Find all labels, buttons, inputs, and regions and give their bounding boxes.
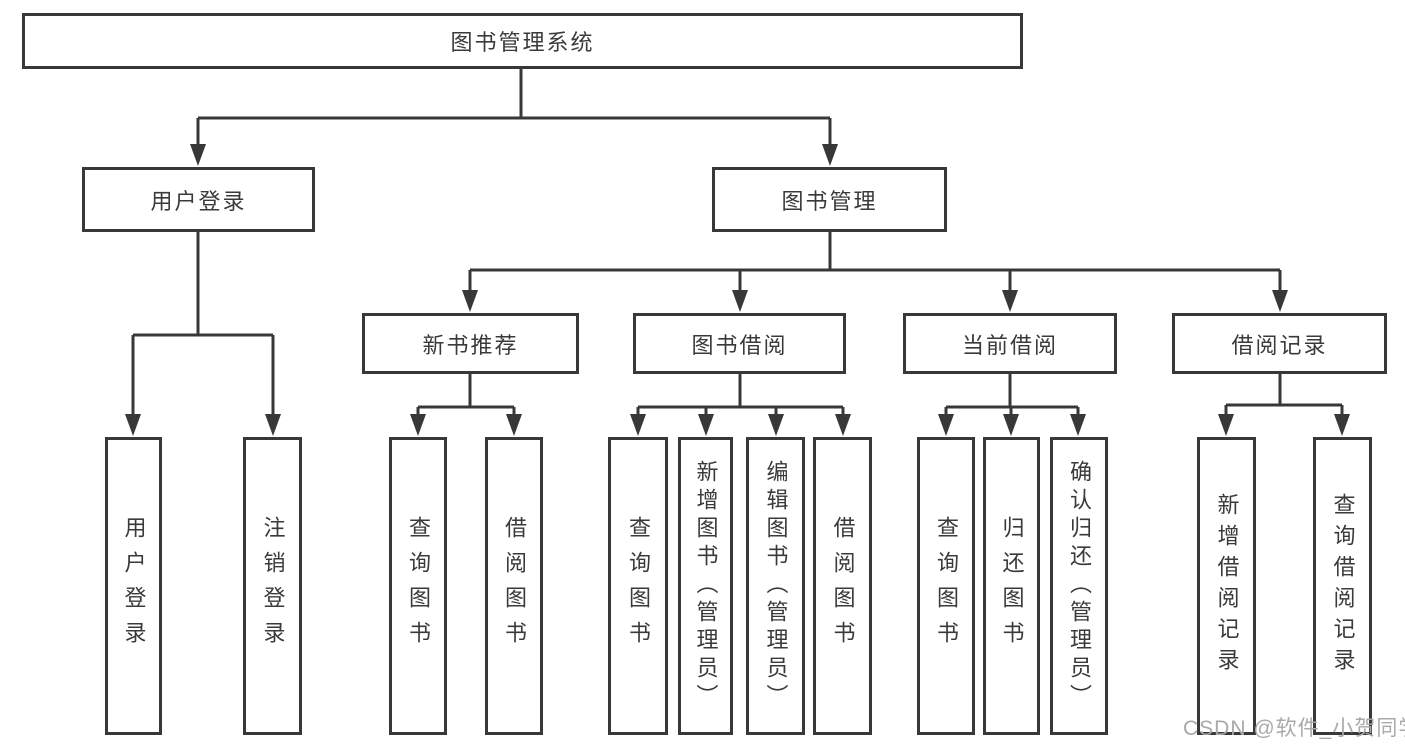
leaf-label: 用户登录 <box>121 516 147 656</box>
leaf-current-confirm-return-admin: 确认归还（管理员） <box>1050 437 1108 735</box>
leaf-label: 注销登录 <box>260 516 286 656</box>
node-new-book-recommendation: 新书推荐 <box>362 313 579 374</box>
leaf-label: 查询图书 <box>934 516 959 656</box>
leaf-label: 确认归还（管理员） <box>1067 460 1092 712</box>
node-label: 借阅记录 <box>1231 332 1328 358</box>
leaf-logout: 注销登录 <box>243 437 302 735</box>
node-label: 用户登录 <box>150 188 247 214</box>
csdn-watermark: CSDN @软件_小贺同学 <box>1183 717 1405 740</box>
leaf-records-query-record: 查询借阅记录 <box>1313 437 1372 735</box>
arrowhead-icon <box>506 414 522 436</box>
arrowhead-icon <box>410 414 426 436</box>
arrowhead-icon <box>1272 290 1288 312</box>
node-label: 当前借阅 <box>961 332 1058 358</box>
arrowhead-icon <box>768 414 784 436</box>
node-book-management: 图书管理 <box>712 167 947 232</box>
leaf-label: 编辑图书（管理员） <box>763 460 789 712</box>
leaf-label: 查询图书 <box>406 516 431 656</box>
arrowhead-icon <box>1070 414 1086 436</box>
leaf-newbooks-query-books: 查询图书 <box>389 437 447 735</box>
leaf-borrowing-add-books-admin: 新增图书（管理员） <box>678 437 733 735</box>
leaf-label: 借阅图书 <box>502 516 527 656</box>
leaf-label: 新增借阅记录 <box>1214 493 1240 679</box>
node-user-login: 用户登录 <box>82 167 315 232</box>
node-label: 新书推荐 <box>422 332 519 358</box>
arrowhead-icon <box>1334 414 1350 436</box>
node-label: 图书借阅 <box>691 332 788 358</box>
leaf-user-login: 用户登录 <box>105 437 162 735</box>
arrowheads <box>125 144 1350 436</box>
node-library-system: 图书管理系统 <box>22 13 1023 69</box>
tree-edges <box>131 69 1344 416</box>
arrowhead-icon <box>190 144 206 166</box>
node-label: 图书管理 <box>781 188 878 214</box>
leaf-current-return-books: 归还图书 <box>983 437 1040 735</box>
leaf-label: 查询借阅记录 <box>1330 493 1356 679</box>
leaf-label: 归还图书 <box>999 516 1025 656</box>
leaf-borrowing-edit-books-admin: 编辑图书（管理员） <box>746 437 805 735</box>
arrowhead-icon <box>1003 414 1019 436</box>
arrowhead-icon <box>835 414 851 436</box>
arrowhead-icon <box>462 290 478 312</box>
leaf-borrowing-query-books: 查询图书 <box>608 437 668 735</box>
arrowhead-icon <box>822 144 838 166</box>
leaf-current-query-books: 查询图书 <box>917 437 975 735</box>
arrowhead-icon <box>698 414 714 436</box>
arrowhead-icon <box>265 414 281 436</box>
node-book-borrowing: 图书借阅 <box>633 313 846 374</box>
arrowhead-icon <box>1218 414 1234 436</box>
arrowhead-icon <box>125 414 141 436</box>
arrowhead-icon <box>732 290 748 312</box>
node-label: 图书管理系统 <box>450 30 595 55</box>
node-borrowing-records: 借阅记录 <box>1172 313 1387 374</box>
arrowhead-icon <box>630 414 646 436</box>
leaf-label: 新增图书（管理员） <box>693 460 719 712</box>
leaf-records-add-record: 新增借阅记录 <box>1197 437 1256 735</box>
arrowhead-icon <box>938 414 954 436</box>
leaf-newbooks-borrow-books: 借阅图书 <box>485 437 543 735</box>
leaf-borrowing-borrow-books: 借阅图书 <box>813 437 872 735</box>
arrowhead-icon <box>1002 290 1018 312</box>
node-current-borrowing: 当前借阅 <box>903 313 1117 374</box>
leaf-label: 查询图书 <box>626 516 651 656</box>
leaf-label: 借阅图书 <box>830 516 856 656</box>
